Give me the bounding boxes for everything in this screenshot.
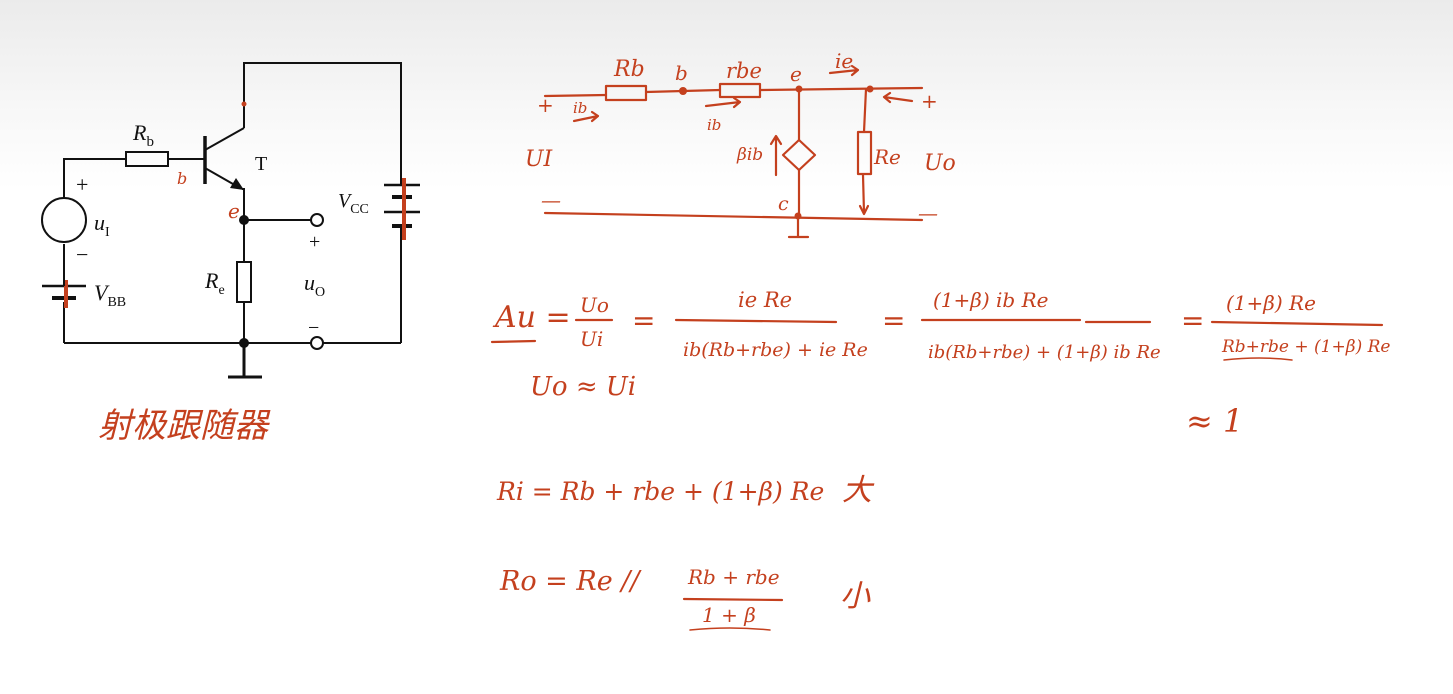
label-re: Re — [204, 268, 225, 298]
eq-label-b: b — [675, 61, 688, 85]
eq-label-c: c — [778, 193, 789, 215]
eq-label-ie: ie — [835, 49, 853, 73]
eq-label-plus-left: + — [537, 93, 554, 117]
eq-label-rb: Rb — [613, 57, 645, 82]
au-frac-den: Ui — [580, 327, 603, 351]
label-t: T — [255, 153, 267, 175]
rb-resistor — [125, 151, 169, 167]
eq-label-plus-right: + — [921, 89, 938, 113]
ro-note: 小 — [840, 579, 871, 614]
ro-den: 1 + β — [702, 603, 756, 627]
eq-label-re: Re — [873, 145, 901, 169]
ground-symbol — [228, 343, 262, 379]
eq-rbe-resistor — [718, 82, 762, 99]
label-ui-plus: + — [76, 172, 88, 197]
au-n1: ie Re — [738, 288, 792, 312]
au-d3-underline — [1223, 357, 1293, 361]
label-vcc: VCC — [338, 190, 369, 217]
au-d3: Rb+rbe + (1+β) Re — [1221, 337, 1390, 357]
au-underline — [490, 339, 537, 344]
au-bar3 — [1210, 320, 1384, 327]
ro-den-underline — [689, 627, 771, 631]
eq-b-node — [679, 87, 687, 95]
label-vbb: VBB — [94, 280, 126, 310]
eq-label-minus-left: — — [541, 188, 561, 212]
uo-approx-ui: Uo ≈ Ui — [530, 372, 636, 402]
eq-re-resistor — [856, 130, 873, 176]
circuit-title: 射极跟随器 — [98, 406, 271, 446]
label-ui-minus: − — [76, 242, 88, 267]
ri-note: 大 — [842, 473, 875, 508]
eq-sign-2: = — [882, 304, 905, 337]
eq-label-e: e — [790, 62, 802, 86]
vcc-battery — [384, 178, 420, 240]
approx-one: ≈ 1 — [1186, 402, 1243, 440]
handwritten-b: b — [177, 169, 187, 188]
top-shading — [0, 0, 1453, 190]
collector-wire — [243, 62, 402, 185]
transistor-t — [203, 101, 247, 190]
au-d2: ib(Rb+rbe) + (1+β) ib Re — [928, 342, 1161, 363]
label-uo: uO — [304, 270, 325, 300]
eq-label-src: βib — [736, 145, 763, 165]
eq-sign-3: = — [1181, 304, 1204, 337]
ro-lhs: Ro = Re // — [499, 566, 642, 597]
eq-controlled-source — [781, 138, 817, 172]
eq-sign-1: = — [632, 304, 655, 337]
label-uo-plus: + — [309, 231, 320, 253]
emitter-follower-circuit — [41, 62, 420, 379]
re-resistor — [236, 261, 252, 303]
handwritten-e: e — [228, 199, 240, 223]
au-frac-num: Uo — [580, 293, 609, 317]
eq-rb-resistor — [604, 84, 648, 102]
ro-num: Rb + rbe — [687, 565, 780, 589]
au-n3: (1+β) Re — [1226, 291, 1316, 315]
label-ui: uI — [94, 210, 110, 240]
eq-label-uo: Uo — [924, 151, 956, 176]
ri-formula: Ri = Rb + rbe + (1+β) Re — [496, 477, 824, 506]
eq-label-ib-mid: ib — [707, 116, 721, 134]
emitter-wire — [242, 188, 245, 220]
ui-source — [41, 197, 87, 243]
output-terminal-minus — [310, 336, 324, 350]
au-n2: (1+β) ib Re — [933, 288, 1048, 312]
au-d1: ib(Rb+rbe) + ie Re — [683, 339, 868, 361]
eq-label-minus-right: — — [918, 201, 938, 225]
base-input-wire — [63, 158, 126, 198]
eq-label-ui: UI — [525, 147, 554, 172]
label-uo-minus: − — [308, 317, 319, 339]
eq-label-ib-left: ib — [573, 99, 587, 117]
output-terminal-plus — [310, 213, 324, 227]
equivalent-circuit — [543, 64, 924, 239]
ro-bar — [682, 597, 784, 602]
eq-label-rbe: rbe — [726, 59, 762, 83]
label-rb: Rb — [132, 120, 154, 150]
au-lhs: Au = — [492, 300, 571, 335]
au-bar1 — [674, 318, 838, 324]
